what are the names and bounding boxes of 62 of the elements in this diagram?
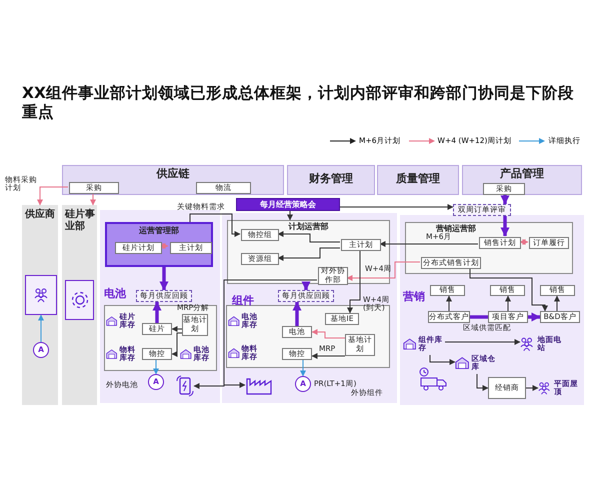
- department-band: [462, 165, 582, 195]
- group-title: 电池: [104, 288, 126, 301]
- arrow: [278, 248, 340, 261]
- title: XX组件事业部计划领域已形成总体框架，计划内部评审和跨部门协同是下阶段重点: [22, 84, 575, 122]
- truck-icon: [418, 367, 448, 391]
- arrow: [526, 385, 538, 391]
- group-title: 财务管理: [308, 173, 354, 186]
- arrow: [38, 314, 44, 342]
- arrow: [430, 354, 456, 365]
- block-arrow: [500, 194, 510, 204]
- group-title: 硅片事业部: [65, 209, 96, 232]
- arrow: [505, 296, 511, 312]
- block-arrow: [528, 312, 540, 322]
- arrow: [554, 296, 560, 312]
- group-title: 运营管理部: [138, 226, 180, 236]
- icon-panel: [65, 280, 94, 320]
- department-band: [287, 165, 375, 195]
- arrow: [190, 214, 240, 237]
- arrow: [312, 353, 346, 359]
- meeting-box: 每月经营策略会: [236, 198, 340, 211]
- arrow: [172, 332, 182, 357]
- arrow: [476, 374, 488, 391]
- arrow: [340, 204, 454, 210]
- department-box: [405, 222, 573, 274]
- arrow: [470, 268, 548, 312]
- group-title: 组件: [232, 295, 254, 308]
- column-panel: [22, 205, 58, 405]
- arrow: [347, 250, 360, 314]
- department-box: [105, 222, 213, 267]
- arrow: [278, 231, 340, 242]
- department-band: [377, 165, 459, 195]
- arrow: [444, 339, 520, 345]
- group-title: 质量管理: [395, 173, 441, 186]
- arrow: [153, 360, 159, 374]
- group-title: 供应商: [25, 209, 56, 220]
- arrow: [346, 262, 420, 281]
- block-arrow: [302, 282, 310, 290]
- arrow: [37, 186, 68, 206]
- block-arrow: [152, 302, 162, 323]
- department-band: [62, 165, 284, 195]
- block-arrow: [500, 216, 510, 236]
- column-panel: [62, 205, 97, 405]
- group-title: 计划运营部: [287, 222, 330, 232]
- arrow: [446, 296, 452, 312]
- group-title: 供应链: [155, 168, 190, 181]
- arrow: [520, 239, 528, 245]
- arrow: [380, 241, 478, 247]
- group-title: 营销: [403, 291, 425, 304]
- group-title: 产品管理: [499, 168, 545, 181]
- arrow: [300, 360, 306, 376]
- department-box: [227, 220, 390, 284]
- block-arrow: [292, 302, 302, 326]
- group-title: 营销运营部: [436, 224, 476, 233]
- arrow: [90, 192, 96, 206]
- block-arrow: [160, 267, 168, 290]
- arrow: [172, 326, 182, 332]
- arrow: [287, 210, 293, 220]
- arrow: [160, 243, 168, 249]
- icon-panel: [25, 275, 57, 315]
- business-unit-panel: [400, 215, 584, 405]
- arrow: [312, 329, 346, 338]
- battery-icon: [176, 375, 194, 397]
